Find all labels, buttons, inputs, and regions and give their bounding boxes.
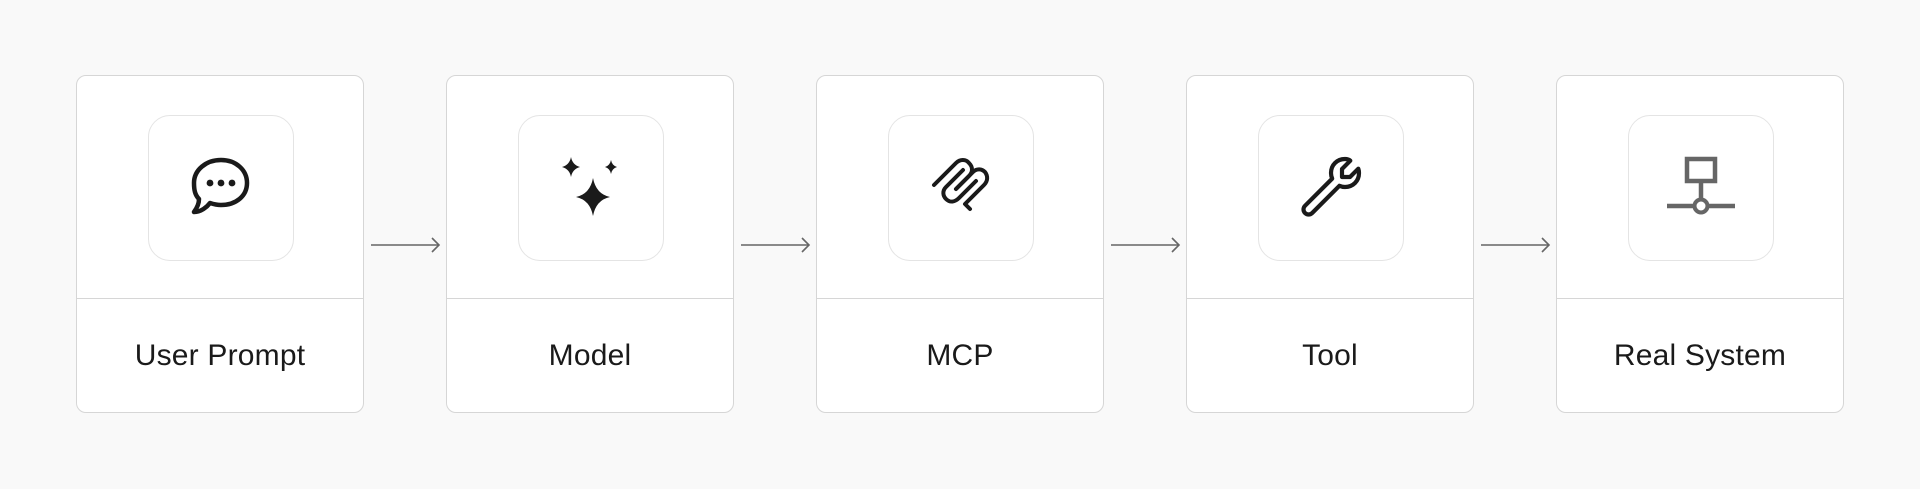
edge-arrow	[1480, 234, 1552, 256]
network-icon	[1667, 156, 1735, 215]
node-icon-area	[817, 76, 1103, 299]
node-icon-area	[1187, 76, 1473, 299]
mcp-logo-icon	[932, 158, 990, 211]
node-label: Real System	[1613, 339, 1787, 372]
node-label: User Prompt	[134, 339, 306, 372]
node-label: MCP	[926, 339, 994, 372]
icon-tile	[518, 115, 664, 261]
edge-arrow	[1110, 234, 1182, 256]
edge-arrow	[740, 234, 812, 256]
node-icon-area	[447, 76, 733, 299]
sparkles-icon	[562, 157, 617, 216]
wrench-icon	[1301, 156, 1362, 217]
chat-bubble-icon	[191, 157, 250, 215]
node-user-prompt: User Prompt	[76, 75, 364, 413]
icon-tile	[1258, 115, 1404, 261]
node-real-system: Real System	[1556, 75, 1844, 413]
node-label: Tool	[1302, 339, 1358, 372]
icon-tile	[888, 115, 1034, 261]
node-icon-area	[1557, 76, 1843, 299]
edge-arrow	[370, 234, 442, 256]
icon-tile	[1628, 115, 1774, 261]
node-icon-area	[77, 76, 363, 299]
icon-tile	[148, 115, 294, 261]
node-tool: Tool	[1186, 75, 1474, 413]
node-label: Model	[548, 339, 632, 372]
node-mcp: MCP	[816, 75, 1104, 413]
node-model: Model	[446, 75, 734, 413]
